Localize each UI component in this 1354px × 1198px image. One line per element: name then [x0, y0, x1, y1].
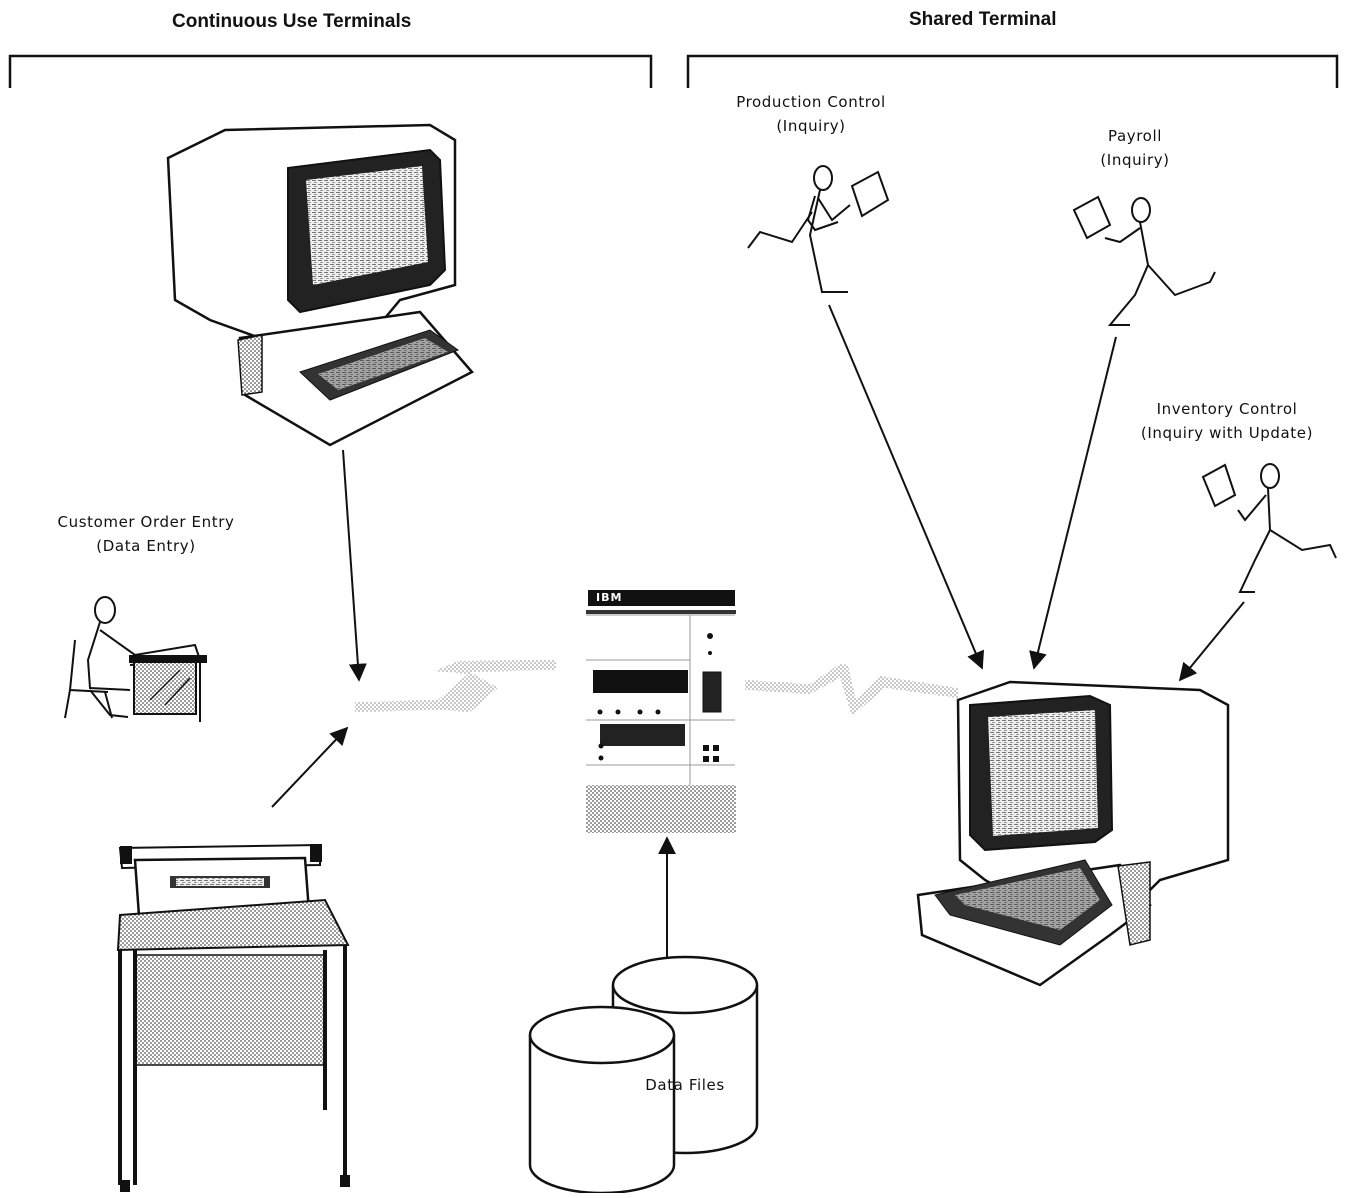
clerk-at-desk — [64, 596, 207, 722]
label-inventory-line2: (Inquiry with Update) — [1140, 424, 1314, 442]
arrow-typewriter — [271, 726, 349, 808]
label-payroll: Payroll (Inquiry) — [1075, 124, 1195, 172]
display-terminal-top — [166, 123, 474, 447]
shared-bracket — [686, 54, 1339, 88]
label-order-entry-line1: Customer Order Entry — [57, 513, 235, 531]
runner-inventory — [1201, 463, 1337, 593]
label-payroll-line1: Payroll — [1108, 127, 1162, 145]
label-production-control: Production Control (Inquiry) — [716, 90, 906, 138]
continuous-bracket — [8, 54, 653, 88]
data-files-cylinders — [528, 955, 759, 1195]
comm-line-left — [355, 660, 556, 712]
comm-line-right — [745, 664, 958, 716]
label-payroll-line2: (Inquiry) — [1100, 151, 1170, 169]
arrow-payroll — [1029, 336, 1117, 670]
header-shared-terminal: Shared Terminal — [909, 9, 1057, 30]
arrow-top-terminal — [342, 449, 367, 682]
label-production-line2: (Inquiry) — [776, 117, 846, 135]
label-order-entry-line2: (Data Entry) — [96, 537, 196, 555]
runner-payroll — [1072, 195, 1216, 326]
cpu-ibm-logo: IBM — [596, 591, 623, 604]
label-order-entry: Customer Order Entry (Data Entry) — [40, 510, 252, 558]
label-data-files: Data Files — [645, 1076, 725, 1094]
central-processor — [586, 588, 736, 833]
label-inventory-line1: Inventory Control — [1156, 400, 1298, 418]
arrow-production — [828, 304, 985, 670]
typewriter-terminal — [116, 843, 350, 1192]
header-continuous-use: Continuous Use Terminals — [172, 11, 412, 32]
display-terminal-right — [916, 680, 1230, 987]
arrow-inventory — [1178, 601, 1245, 682]
runner-production — [747, 165, 890, 293]
label-inventory-control: Inventory Control (Inquiry with Update) — [1134, 397, 1320, 445]
label-production-line1: Production Control — [736, 93, 886, 111]
